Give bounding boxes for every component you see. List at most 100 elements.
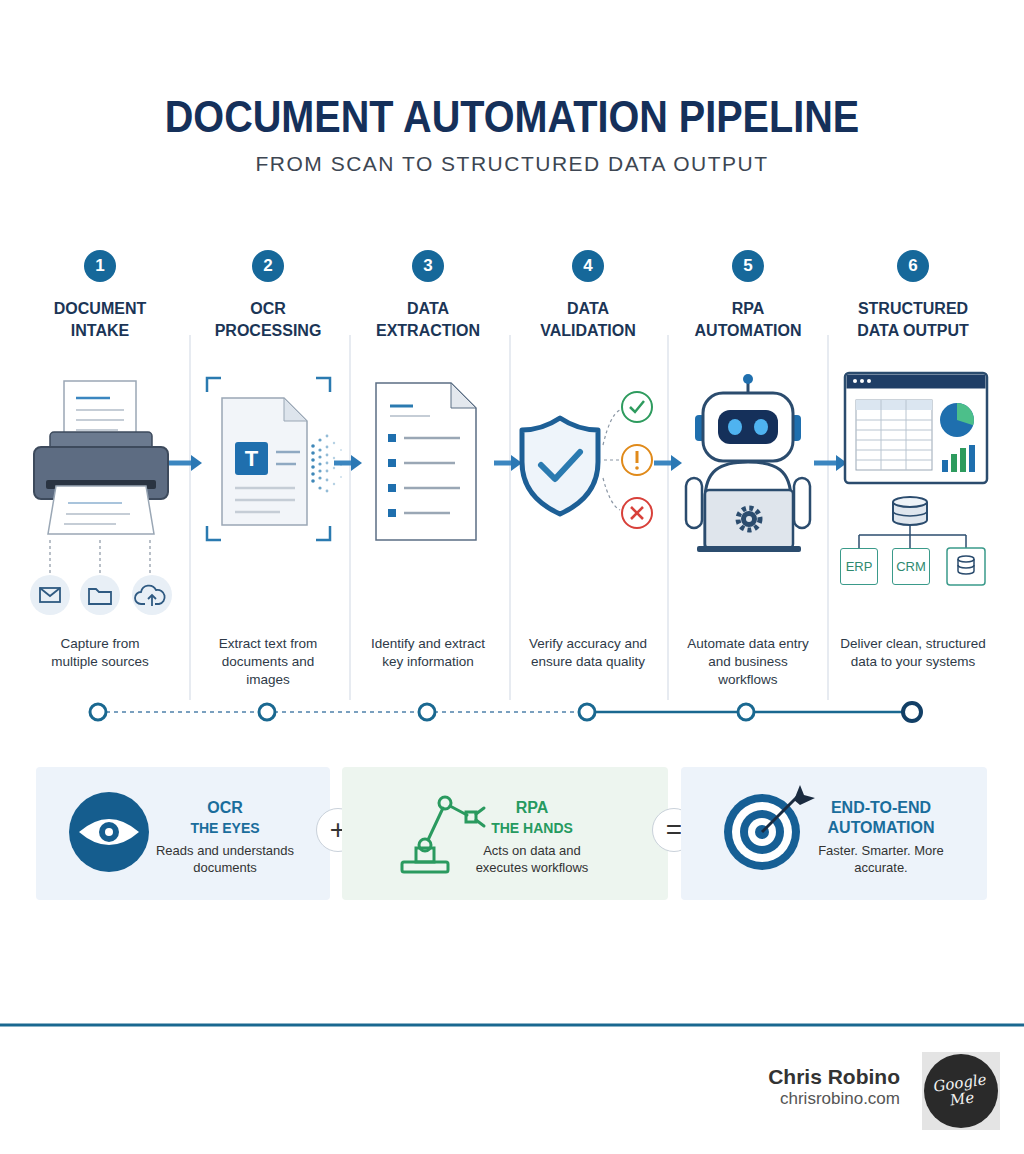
robot-illustration xyxy=(705,462,791,545)
arrow-shaft xyxy=(166,461,191,466)
footer-rule xyxy=(0,1024,1024,1027)
stage-heading: OCR PROCESSING xyxy=(202,298,334,342)
dashboard-illustration xyxy=(958,556,974,562)
printer-illustration xyxy=(46,480,156,489)
extraction-document-illustration xyxy=(390,405,413,408)
ocr-scan-illustration xyxy=(326,462,329,465)
validation-shield-illustration xyxy=(522,392,652,528)
dashboard-illustration xyxy=(856,400,932,470)
extraction-document-illustration xyxy=(390,415,430,417)
column-separator xyxy=(189,335,191,700)
arrow-shaft xyxy=(654,461,671,466)
panel-text-group: OCRTHE EYESReads and understands documen… xyxy=(150,767,300,900)
printer-illustration xyxy=(135,586,165,604)
ocr-scan-illustration xyxy=(235,499,295,502)
printer-illustration xyxy=(48,486,154,534)
node-text: 4 xyxy=(583,256,592,276)
dashboard-illustration xyxy=(856,450,932,451)
system-box: CRM xyxy=(892,548,930,585)
column-separator xyxy=(190,335,828,700)
printer-illustration xyxy=(89,589,111,604)
dashboard-illustration xyxy=(859,526,966,548)
step-number: 4 xyxy=(572,250,604,282)
ocr-scan-illustration xyxy=(340,476,342,478)
ocr-scan-illustration xyxy=(276,451,300,454)
panel-heading: END-TO-END AUTOMATION xyxy=(805,798,957,838)
stage-heading: RPA AUTOMATION xyxy=(682,298,814,342)
column-separator xyxy=(827,335,829,700)
validation-shield-illustration xyxy=(631,507,643,519)
ocr-scan-illustration xyxy=(235,511,280,514)
ocr-scan-illustration xyxy=(311,465,315,469)
extraction-document-illustration xyxy=(451,383,476,408)
dashboard-illustration xyxy=(909,535,911,548)
ocr-scan-illustration xyxy=(276,463,296,466)
validation-shield-illustration xyxy=(636,451,639,463)
ocr-scan-illustration xyxy=(333,467,335,469)
ocr-scan-illustration xyxy=(318,486,321,489)
node-text: 1 xyxy=(95,256,104,276)
printer-illustration xyxy=(40,588,60,602)
summary-panel: END-TO-END AUTOMATIONFaster. Smarter. Mo… xyxy=(681,767,987,900)
ocr-scan-illustration xyxy=(284,398,307,421)
arrow-shaft xyxy=(334,461,351,466)
dashboard-illustration xyxy=(867,379,871,383)
printer-illustration xyxy=(76,397,110,400)
pipeline-stage: STRUCTURED DATA OUTPUTDeliver clean, str… xyxy=(851,245,975,695)
dashboard-illustration xyxy=(845,373,987,483)
subtitle: FROM SCAN TO STRUCTURED DATA OUTPUT xyxy=(0,150,1024,178)
stage-heading: DATA VALIDATION xyxy=(522,298,654,342)
ocr-scan-illustration xyxy=(333,457,335,459)
validation-shield-illustration xyxy=(603,478,620,510)
ocr-scan-illustration xyxy=(235,487,295,490)
step-number: 6 xyxy=(897,250,929,282)
validation-shield-illustration xyxy=(630,401,644,412)
printer-illustration xyxy=(76,419,124,421)
ocr-scan-illustration xyxy=(333,483,335,485)
ocr-scan-illustration xyxy=(318,455,321,458)
ocr-scan-illustration xyxy=(326,470,329,473)
robot-illustration xyxy=(746,516,752,522)
ocr-scan-illustration xyxy=(318,462,321,465)
ocr-scan-illustration xyxy=(340,464,342,466)
panel-description: Acts on data and executes workflows xyxy=(460,842,604,876)
validation-shield-illustration xyxy=(635,466,639,470)
timeline xyxy=(419,704,435,720)
ocr-scan-illustration xyxy=(318,438,321,441)
arrow-head xyxy=(671,455,682,471)
author-url: chrisrobino.com xyxy=(500,1088,900,1110)
ocr-scan-illustration xyxy=(318,469,321,472)
node-text: CRM xyxy=(896,559,926,574)
stage-description: Capture from multiple sources xyxy=(43,635,158,671)
validation-shield-illustration xyxy=(603,410,620,445)
step-number: 1 xyxy=(84,250,116,282)
panel-text-group: END-TO-END AUTOMATIONFaster. Smarter. Mo… xyxy=(805,767,957,900)
extraction-document-illustration xyxy=(376,383,476,540)
ocr-scan-illustration xyxy=(207,378,221,392)
ocr-scan-illustration xyxy=(311,451,315,455)
dashboard-illustration xyxy=(859,534,966,536)
dashboard-illustration xyxy=(893,511,927,516)
ocr-scan-illustration xyxy=(318,448,321,451)
printer-illustration xyxy=(132,575,172,615)
printer-illustration xyxy=(68,502,122,504)
dashboard-illustration xyxy=(958,559,974,574)
extraction-document-illustration xyxy=(388,484,396,492)
validation-shield-illustration xyxy=(622,445,652,475)
robot-illustration xyxy=(791,415,801,441)
dashboard-illustration xyxy=(909,526,911,535)
arrow-head xyxy=(836,455,847,471)
robot-illustration xyxy=(705,490,793,548)
column-separator xyxy=(509,335,511,700)
panel-description: Reads and understands documents xyxy=(150,842,300,876)
dashboard-illustration xyxy=(853,379,857,383)
extraction-document-illustration xyxy=(404,487,460,490)
extraction-document-illustration xyxy=(388,459,396,467)
dashboard-illustration xyxy=(860,379,864,383)
ocr-scan-illustration xyxy=(326,446,329,449)
printer-illustration xyxy=(64,381,136,453)
printer-illustration xyxy=(40,588,60,596)
extraction-document-illustration xyxy=(388,509,396,517)
ocr-scan-illustration xyxy=(311,444,315,448)
arrow-head xyxy=(351,455,362,471)
